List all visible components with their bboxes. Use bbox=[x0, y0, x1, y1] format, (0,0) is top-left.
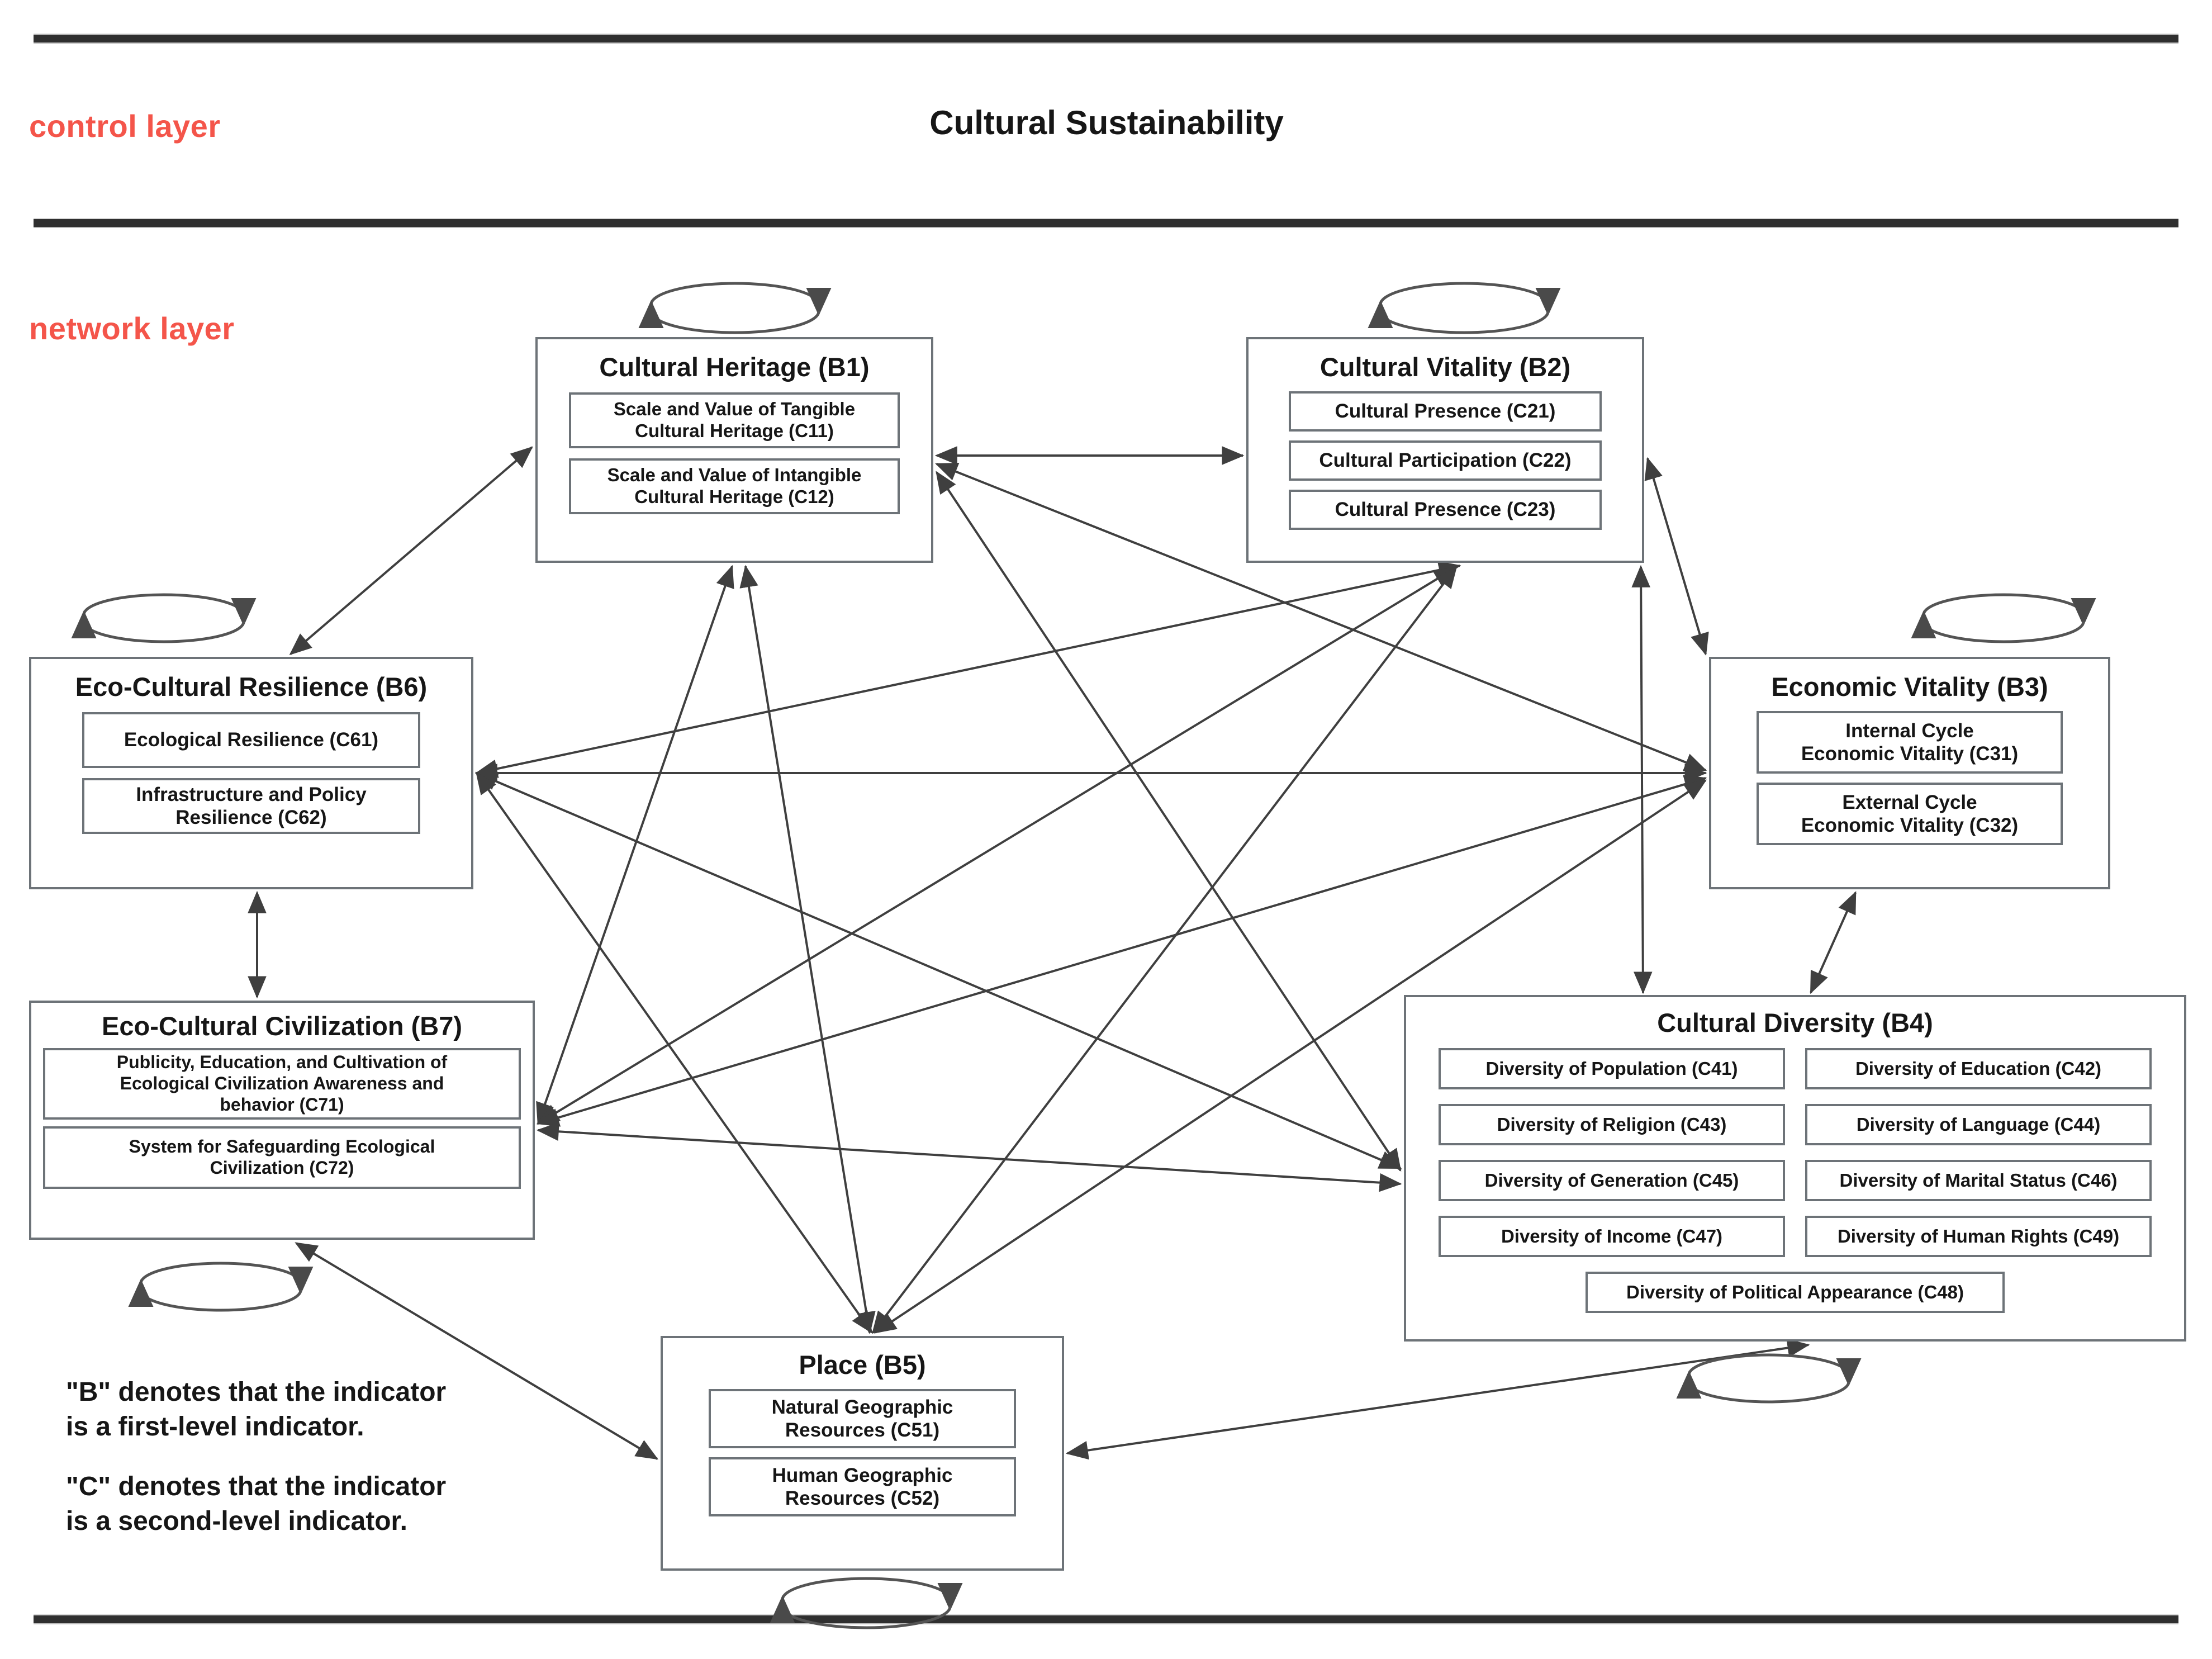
self-loop-b4 bbox=[1676, 1353, 1862, 1404]
criterion-c61[interactable]: Ecological Resilience (C61) bbox=[82, 712, 420, 768]
self-loop-b7 bbox=[128, 1262, 314, 1312]
legend-line-b: "B" denotes that the indicator is a firs… bbox=[66, 1377, 447, 1442]
self-loop-b5 bbox=[770, 1577, 963, 1629]
cluster-title-b5: Place (B5) bbox=[799, 1350, 926, 1380]
criterion-c44[interactable]: Diversity of Language (C44) bbox=[1805, 1104, 2152, 1145]
cluster-title-b6: Eco-Cultural Resilience (B6) bbox=[75, 672, 428, 701]
cluster-cultural-vitality[interactable]: Cultural Vitality (B2) Cultural Presence… bbox=[1246, 337, 1644, 563]
cluster-cultural-heritage[interactable]: Cultural Heritage (B1) Scale and Value o… bbox=[535, 337, 933, 563]
divider-top bbox=[34, 35, 2178, 42]
edge-b6-b1 bbox=[289, 446, 533, 656]
network-layer-label: network layer bbox=[29, 311, 235, 346]
cluster-title-b4: Cultural Diversity (B4) bbox=[1657, 1008, 1933, 1037]
edge-b6-b2 bbox=[474, 561, 1461, 778]
edge-b3-b2 bbox=[1644, 457, 1709, 656]
edge-b7-b4 bbox=[536, 1122, 1402, 1192]
cluster-title-b7: Eco-Cultural Civilization (B7) bbox=[102, 1011, 462, 1041]
criterion-c49[interactable]: Diversity of Human Rights (C49) bbox=[1805, 1216, 2152, 1257]
self-loop-group bbox=[71, 282, 2096, 1629]
cluster-title-b1: Cultural Heritage (B1) bbox=[599, 352, 870, 382]
criterion-c43[interactable]: Diversity of Religion (C43) bbox=[1439, 1104, 1785, 1145]
cluster-title-b2: Cultural Vitality (B2) bbox=[1319, 352, 1571, 382]
edge-b7-b1 bbox=[536, 565, 734, 1126]
cluster-eco-cultural-resilience[interactable]: Eco-Cultural Resilience (B6) Ecological … bbox=[29, 657, 473, 889]
b4-criteria-grid: Diversity of Population (C41) Diversity … bbox=[1406, 1048, 2184, 1272]
edge-b5-b2 bbox=[872, 566, 1458, 1334]
legend: "B" denotes that the indicator is a firs… bbox=[66, 1375, 457, 1564]
cluster-title-b3: Economic Vitality (B3) bbox=[1771, 672, 2048, 701]
criterion-c22[interactable]: Cultural Participation (C22) bbox=[1289, 440, 1602, 481]
cluster-eco-cultural-civilization[interactable]: Eco-Cultural Civilization (B7) Publicity… bbox=[29, 1001, 535, 1240]
self-loop-b1 bbox=[638, 282, 832, 334]
criterion-c46[interactable]: Diversity of Marital Status (C46) bbox=[1805, 1160, 2152, 1201]
edge-b5-b4 bbox=[1065, 1338, 1810, 1460]
criterion-c42[interactable]: Diversity of Education (C42) bbox=[1805, 1048, 2152, 1089]
criterion-c47[interactable]: Diversity of Income (C47) bbox=[1439, 1216, 1785, 1257]
edge-b7-b5 bbox=[295, 1242, 659, 1460]
cluster-cultural-diversity[interactable]: Cultural Diversity (B4) Diversity of Pop… bbox=[1404, 995, 2186, 1342]
b4-criteria-wide-row: Diversity of Political Appearance (C48) bbox=[1406, 1272, 2184, 1313]
legend-line-c: "C" denotes that the indicator is a seco… bbox=[66, 1471, 447, 1537]
edge-b5-b1 bbox=[739, 565, 876, 1335]
criterion-c71[interactable]: Publicity, Education, and Cultivation of… bbox=[43, 1048, 521, 1120]
edge-b2-b4 bbox=[1631, 565, 1653, 994]
edge-b3-b4 bbox=[1810, 891, 1857, 994]
self-loop-b6 bbox=[71, 593, 257, 643]
self-loop-b2 bbox=[1368, 282, 1561, 334]
edge-b1-b4 bbox=[936, 471, 1402, 1172]
edge-b7-b2 bbox=[537, 567, 1457, 1125]
criterion-c45[interactable]: Diversity of Generation (C45) bbox=[1439, 1160, 1785, 1201]
self-loop-b3 bbox=[1911, 593, 2096, 643]
criterion-c48[interactable]: Diversity of Political Appearance (C48) bbox=[1586, 1272, 2005, 1313]
control-layer-label: control layer bbox=[29, 108, 221, 144]
goal-title: Cultural Sustainability bbox=[929, 104, 1284, 141]
criterion-c41[interactable]: Diversity of Population (C41) bbox=[1439, 1048, 1785, 1089]
criterion-c21[interactable]: Cultural Presence (C21) bbox=[1289, 391, 1602, 432]
divider-bottom bbox=[34, 1615, 2178, 1623]
criterion-c23[interactable]: Cultural Presence (C23) bbox=[1289, 490, 1602, 530]
divider-middle bbox=[34, 219, 2178, 227]
